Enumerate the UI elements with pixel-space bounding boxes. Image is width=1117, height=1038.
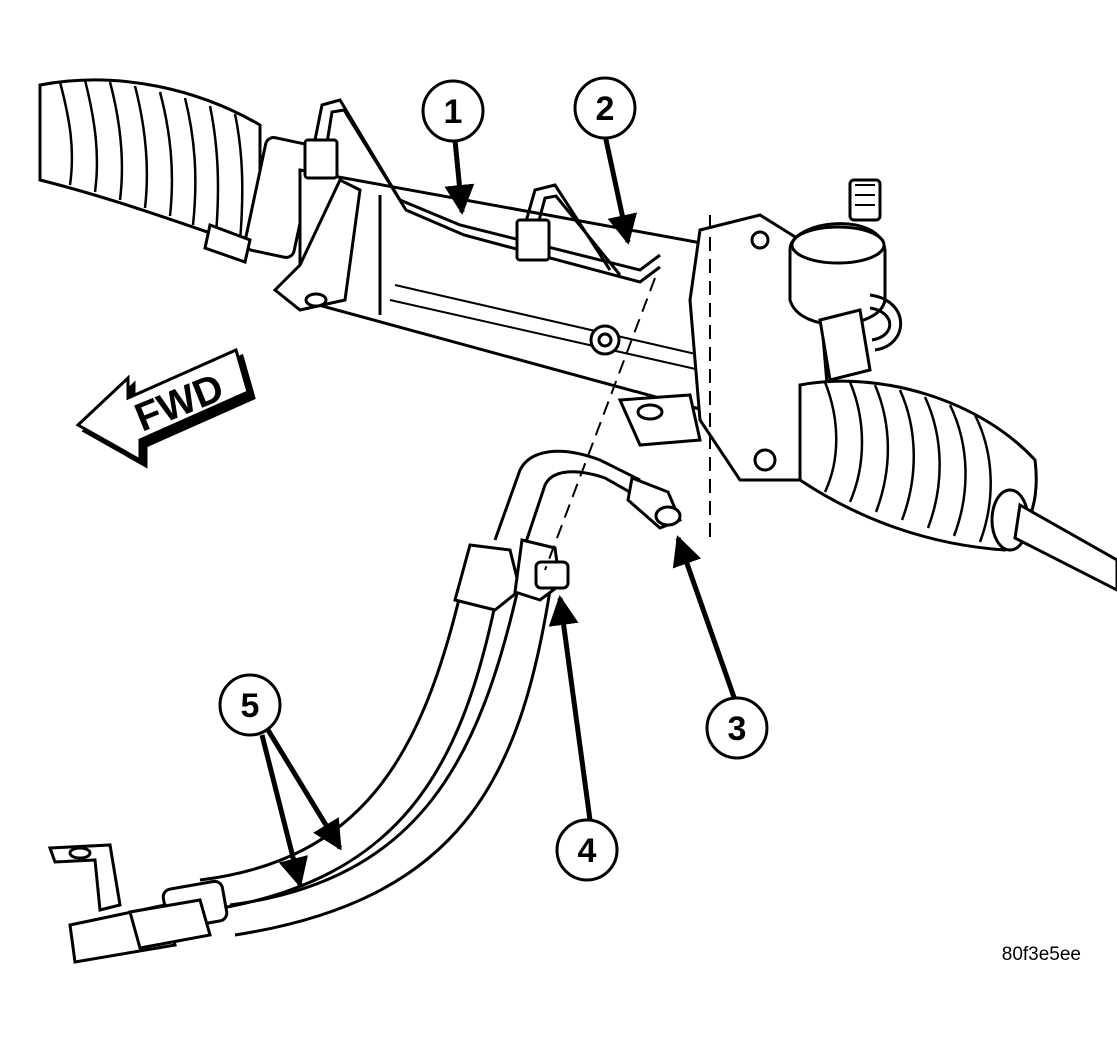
hose-ferrules [161,538,570,931]
transfer-tubes [313,98,661,284]
pressure-line [493,449,641,546]
right-bellows-boot [798,379,1038,552]
svg-text:3: 3 [728,710,747,748]
svg-text:4: 4 [578,832,597,870]
tube-fittings [303,138,551,262]
rack-housing [272,168,742,447]
pressure-fitting [626,475,682,530]
svg-text:5: 5 [241,687,260,725]
callout-4: 4 [555,818,619,882]
svg-text:1: 1 [444,93,463,131]
alignment-lines [544,215,711,571]
callout-2: 2 [573,76,637,140]
svg-text:2: 2 [596,90,615,128]
callout-1: 1 [421,79,485,143]
tie-rod [1013,502,1117,592]
valve-return-tube [869,293,903,352]
figure-id: 80f3e5ee [1001,944,1081,965]
fwd-direction-arrow: FWD [75,347,256,469]
left-bellows-boot [38,78,262,253]
callout-3: 3 [705,696,769,760]
hose-assembly [199,579,552,937]
lower-bracket [47,843,212,964]
callout-5: 5 [218,673,282,737]
leader-arrows [259,134,738,888]
